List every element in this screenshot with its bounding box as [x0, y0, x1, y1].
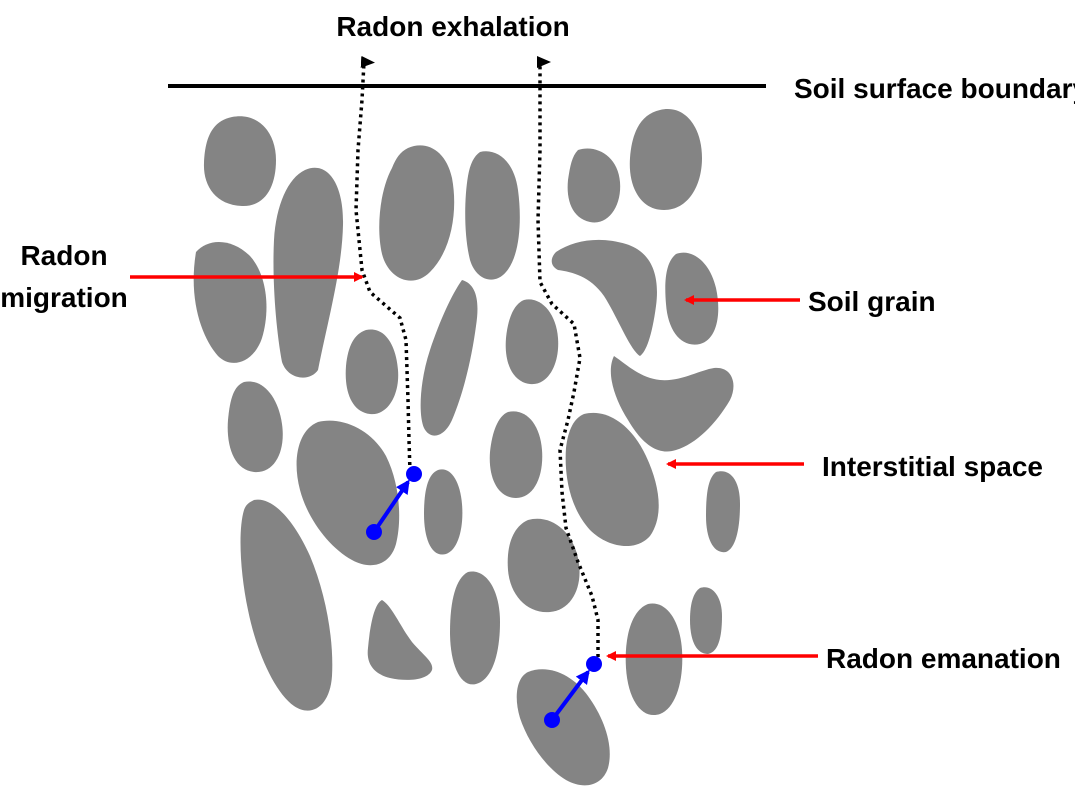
soil-grain [421, 280, 478, 436]
label-soil-surface-boundary: Soil surface boundary [794, 73, 1075, 104]
soil-grain [368, 600, 433, 680]
soil-grain [517, 669, 610, 785]
soil-grain [379, 145, 454, 280]
label-radon-migration-line2: migration [0, 282, 128, 313]
label-interstitial-space: Interstitial space [822, 451, 1043, 482]
label-radon-exhalation: Radon exhalation [336, 11, 569, 42]
soil-grain [630, 109, 702, 210]
soil-grain [297, 421, 400, 566]
soil-grain [506, 299, 559, 384]
soil-grain [465, 151, 520, 279]
soil-grain [706, 471, 740, 552]
soil-grain [204, 116, 276, 206]
label-radon-migration-line1: Radon [20, 240, 107, 271]
soil-grain [508, 519, 580, 612]
soil-grains [194, 109, 740, 785]
soil-grain [346, 329, 399, 414]
soil-grain [424, 469, 462, 554]
soil-grain [568, 148, 621, 222]
soil-grain [241, 500, 333, 711]
soil-grain [194, 242, 267, 363]
soil-grain [450, 572, 500, 685]
label-radon-emanation: Radon emanation [826, 643, 1061, 674]
soil-grain [490, 411, 543, 498]
label-soil-grain: Soil grain [808, 286, 936, 317]
soil-grain [228, 381, 283, 472]
soil-grain [552, 240, 657, 356]
soil-grain [273, 168, 343, 378]
soil-grain [690, 587, 722, 654]
soil-grain [626, 603, 683, 715]
